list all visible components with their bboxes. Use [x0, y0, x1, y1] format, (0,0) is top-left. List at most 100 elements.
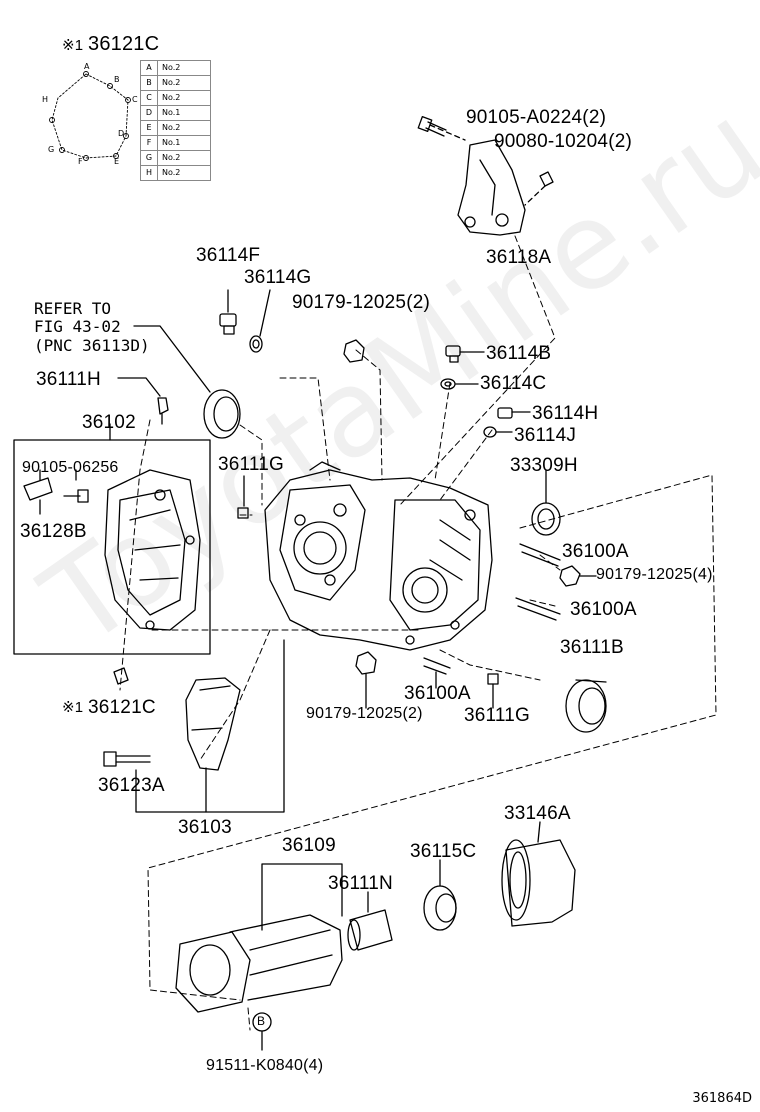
label-33146a[interactable]: 33146A — [504, 803, 571, 824]
label-90179-12025-top[interactable]: 90179-12025(2) — [292, 292, 431, 313]
washer-36114g — [249, 289, 271, 353]
label-36111n[interactable]: 36111N — [328, 873, 393, 894]
inset-point-b: B — [114, 75, 120, 84]
label-36100a-2[interactable]: 36100A — [570, 599, 637, 620]
label-90105-a0224[interactable]: 90105-A0224(2) — [466, 107, 607, 128]
inset-point-h: H — [42, 95, 49, 104]
inset-value: No.2 — [157, 165, 211, 181]
seal-refer — [133, 325, 241, 439]
inset-bolt-pattern — [49, 71, 131, 161]
inset-key: A — [140, 60, 158, 76]
washer-36114c — [440, 378, 479, 390]
housing-36109 — [175, 863, 343, 1013]
plug-36114b — [445, 345, 485, 363]
label-36118a[interactable]: 36118A — [486, 247, 552, 268]
label-36114b[interactable]: 36114B — [486, 343, 552, 364]
cover-36102-box — [13, 423, 211, 655]
inset-value: No.2 — [157, 60, 211, 76]
label-90179-12025-4[interactable]: 90179-12025(4) — [596, 566, 713, 583]
label-36111h[interactable]: 36111H — [36, 369, 101, 390]
label-36121c-mark: ※1 — [62, 699, 84, 716]
circle-b-marker — [252, 1012, 272, 1051]
inset-point-c: C — [132, 95, 138, 104]
inset-value: No.2 — [157, 150, 211, 166]
plug-36114h — [497, 407, 531, 419]
plug-36111g-bot — [487, 673, 499, 709]
stud-36100a-2 — [515, 597, 561, 621]
illustration-code: 361864D — [692, 1091, 752, 1106]
label-36102[interactable]: 36102 — [82, 412, 136, 433]
inset-key: H — [140, 165, 158, 181]
breather-36111h — [117, 377, 169, 425]
inset-value: No.1 — [157, 105, 211, 121]
refer-note: REFER TO FIG 43-02 (PNC 36113D) — [34, 299, 150, 355]
inset-point-f: F — [78, 157, 83, 166]
label-36114f[interactable]: 36114F — [196, 245, 261, 266]
stud-36100a-3 — [423, 657, 451, 689]
label-36114h[interactable]: 36114H — [532, 403, 599, 424]
label-36111b[interactable]: 36111B — [560, 637, 624, 658]
label-36100a-3[interactable]: 36100A — [404, 683, 471, 704]
seal-33309h — [531, 469, 561, 536]
label-36100a-1[interactable]: 36100A — [562, 541, 629, 562]
inset-key: B — [140, 75, 158, 91]
inset-part-number: 36121C — [88, 33, 160, 55]
label-36103[interactable]: 36103 — [178, 817, 232, 838]
nut-90179-bot — [355, 651, 377, 709]
sleeve-36111n — [347, 891, 393, 951]
plug-36114f — [219, 289, 237, 335]
inset-key: D — [140, 105, 158, 121]
label-90179-12025-bot[interactable]: 90179-12025(2) — [306, 705, 423, 722]
label-36115c[interactable]: 36115C — [410, 841, 477, 862]
bolt-36123a — [103, 751, 151, 767]
inset-point-g: G — [48, 145, 55, 154]
circle-b-label: B — [257, 1014, 266, 1028]
label-36114j[interactable]: 36114J — [514, 425, 577, 446]
label-36114g[interactable]: 36114G — [244, 267, 312, 288]
inset-value: No.2 — [157, 120, 211, 136]
label-90105-06256[interactable]: 90105-06256 — [22, 459, 119, 476]
label-36121c[interactable]: 36121C — [88, 697, 156, 718]
inset-mark: ※1 — [62, 37, 84, 54]
label-90080-10204[interactable]: 90080-10204(2) — [494, 131, 633, 152]
label-36111g-top[interactable]: 36111G — [218, 454, 284, 475]
sleeve-33146a — [501, 821, 576, 927]
bracket-36118a — [417, 116, 554, 236]
stud-36100a-1 — [519, 543, 561, 567]
label-36111g-bot[interactable]: 36111G — [464, 705, 530, 726]
plug-36111g-top — [237, 475, 249, 519]
inset-key: F — [140, 135, 158, 151]
label-91511-k0840[interactable]: 91511-K0840(4) — [206, 1057, 324, 1074]
inset-key: G — [140, 150, 158, 166]
refer-note-line-2: FIG 43-02 — [34, 317, 121, 337]
label-36123a[interactable]: 36123A — [98, 775, 165, 796]
inset-key: E — [140, 120, 158, 136]
nut-90179-right — [559, 565, 597, 587]
washer-36114j — [483, 426, 513, 438]
inset-value: No.1 — [157, 135, 211, 151]
label-36109[interactable]: 36109 — [282, 835, 336, 856]
transfer-case — [264, 461, 493, 651]
inset-point-d: D — [118, 129, 125, 138]
label-36114c[interactable]: 36114C — [480, 373, 547, 394]
bearing-36115c — [423, 859, 457, 931]
refer-note-line-1: REFER TO — [34, 299, 112, 318]
guide-lines — [119, 235, 717, 1031]
bracket-36103 — [135, 639, 285, 813]
seal-36111b — [565, 679, 607, 733]
bolt-36121c — [113, 667, 129, 685]
inset-point-a: A — [84, 62, 90, 71]
label-36128b[interactable]: 36128B — [20, 521, 87, 542]
nut-90179-top — [343, 339, 365, 363]
label-33309h[interactable]: 33309H — [510, 455, 578, 476]
